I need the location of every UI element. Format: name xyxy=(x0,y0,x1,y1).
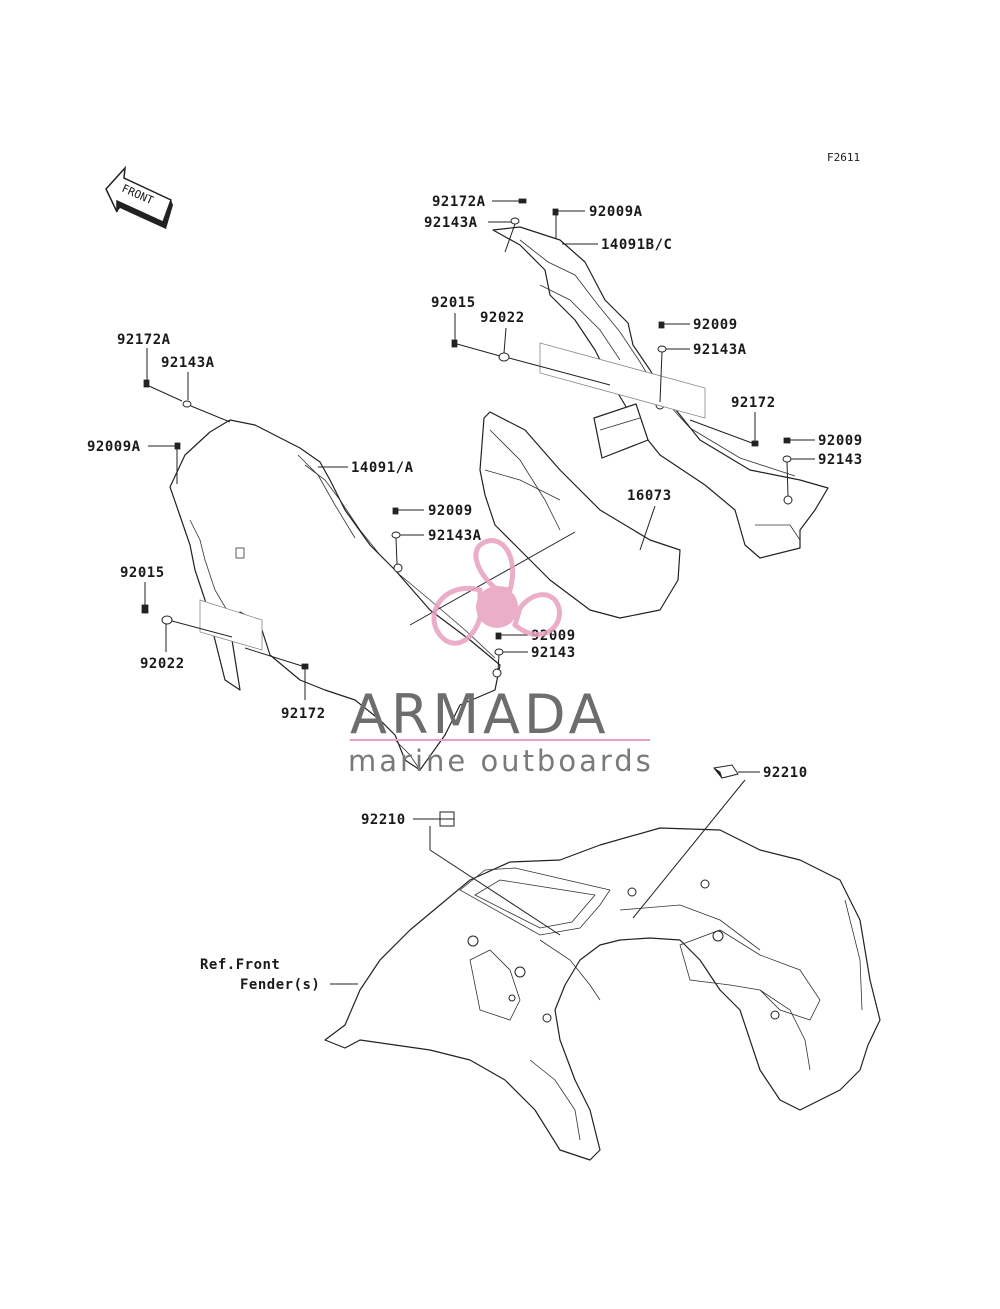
propeller-logo-icon xyxy=(431,538,562,646)
panel-16073 xyxy=(479,411,681,619)
callout-92172A-right: 92172A xyxy=(432,194,486,210)
callout-92210-right: 92210 xyxy=(763,765,808,781)
callout-92015-left: 92015 xyxy=(120,565,165,581)
callout-92143A-left: 92143A xyxy=(161,355,215,371)
callout-16073: 16073 xyxy=(627,488,672,504)
callout-92172-right: 92172 xyxy=(731,395,776,411)
callout-92015-right: 92015 xyxy=(431,295,476,311)
watermark-tagline: marine outboards xyxy=(348,744,654,778)
callout-92143-center: 92143 xyxy=(531,645,576,661)
figure-code: F2611 xyxy=(827,151,860,164)
callout-92009A-right: 92009A xyxy=(589,204,643,220)
callout-92009A-left: 92009A xyxy=(87,439,141,455)
callout-92143A-right: 92143A xyxy=(693,342,747,358)
callout-92009-right: 92009 xyxy=(693,317,738,333)
ref-fender-label: Fender(s) xyxy=(240,977,320,993)
watermark-brand: ARMADA xyxy=(350,683,610,746)
callout-14091BC: 14091B/C xyxy=(601,237,672,253)
clip-92210-right xyxy=(713,764,739,779)
front-fender xyxy=(324,827,881,1161)
ref-front-label: Ref.Front xyxy=(200,957,280,973)
callout-92143-far-right: 92143 xyxy=(818,452,863,468)
watermark-rule xyxy=(350,739,650,741)
callout-92009-left: 92009 xyxy=(428,503,473,519)
front-arrow-icon: FRONT xyxy=(105,165,173,229)
callout-92143A-right-top: 92143A xyxy=(424,215,478,231)
side-cover-left xyxy=(169,419,502,771)
callout-92022-left: 92022 xyxy=(140,656,185,672)
callout-92172-left: 92172 xyxy=(281,706,326,722)
clip-92210-left xyxy=(439,811,455,827)
callout-92172A-left: 92172A xyxy=(117,332,171,348)
callout-92143A-left-b: 92143A xyxy=(428,528,482,544)
callout-14091A: 14091/A xyxy=(351,460,414,476)
callout-92009-far-right: 92009 xyxy=(818,433,863,449)
callout-92210-left: 92210 xyxy=(361,812,406,828)
callout-92022-right: 92022 xyxy=(480,310,525,326)
